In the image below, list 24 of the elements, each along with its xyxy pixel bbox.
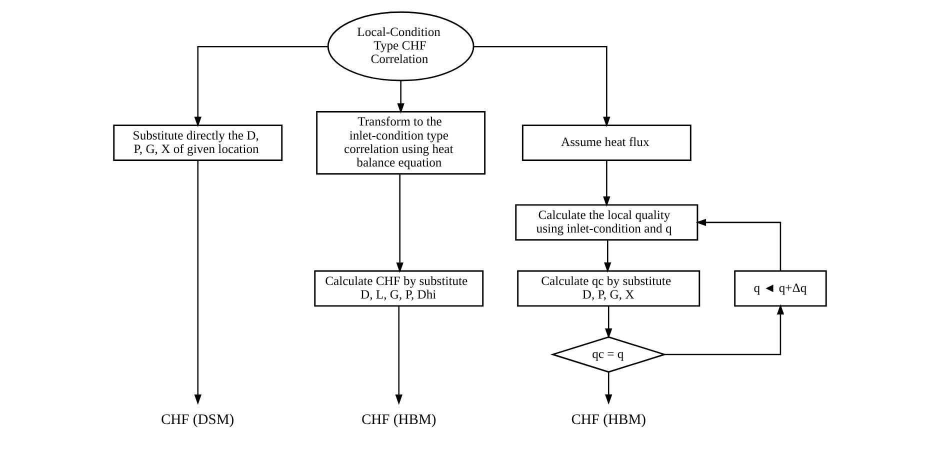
node-box: Substitute directly the D, P, G, X of given location	[113, 124, 283, 162]
node-text: CHF (HBM)	[571, 412, 646, 428]
node-text: CHF (DSM)	[160, 412, 234, 428]
arrow	[397, 80, 404, 114]
arrow	[603, 160, 610, 207]
arrow	[604, 240, 612, 273]
node-box: Transform to the inlet-condition type correlation using heat balance equation	[316, 111, 486, 175]
arrow	[474, 46, 610, 128]
arrow	[194, 160, 202, 405]
node-box: Assume heat flux	[522, 124, 692, 162]
node-box: Calculate the local quality using inlet-condition and q	[515, 204, 698, 241]
node-box: q ◄ q+Δq	[734, 270, 827, 307]
arrow	[396, 174, 404, 273]
arrow	[194, 46, 328, 128]
arrow	[605, 372, 612, 405]
node-box: Calculate CHF by substitute D, L, G, P, Dhi	[314, 270, 484, 307]
node-text: CHF (HBM)	[361, 412, 436, 428]
node-ellipse: Local-Condition Type CHF Correlation	[327, 11, 474, 82]
arrow	[696, 218, 782, 271]
arrow	[664, 304, 784, 356]
node-diamond: qc = q	[550, 336, 667, 373]
arrow	[605, 306, 612, 339]
arrow	[395, 306, 402, 405]
node-box: Calculate qc by substitute D, P, G, X	[517, 270, 700, 307]
